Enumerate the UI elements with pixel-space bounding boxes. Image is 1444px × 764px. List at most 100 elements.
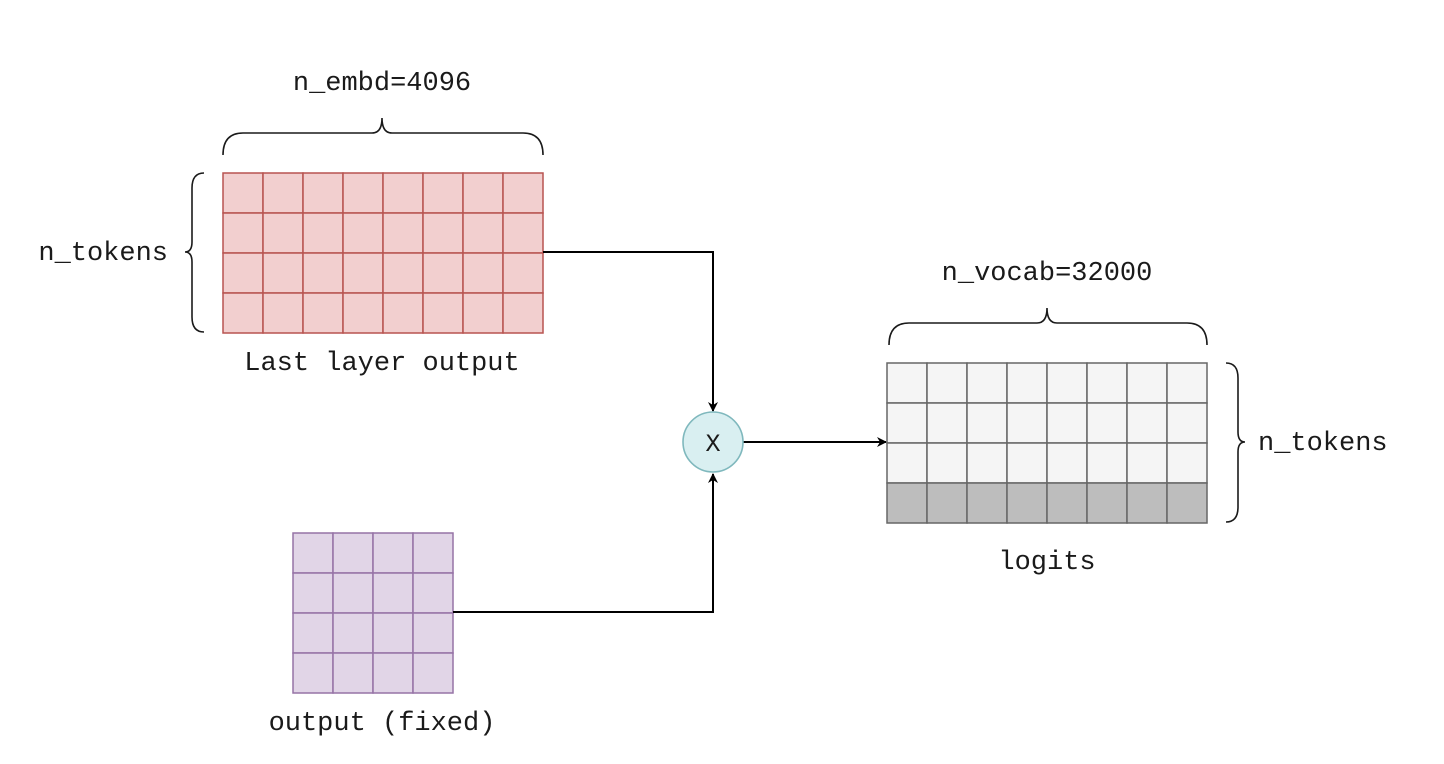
multiply-symbol: X [705, 430, 720, 459]
output-fixed-cell [412, 532, 454, 574]
output-fixed-cell [332, 612, 374, 654]
logits-cell [1166, 362, 1208, 404]
output-fixed-cell [292, 652, 334, 694]
logits-cell [1046, 402, 1088, 444]
n-tokens-left-brace [184, 172, 205, 333]
logits-cell [1006, 482, 1048, 524]
last-layer-output-cell [302, 252, 344, 294]
output-fixed-cell [332, 652, 374, 694]
last-layer-output-cell [382, 212, 424, 254]
last-layer-output-cell [502, 172, 544, 214]
last-layer-output-cell [502, 292, 544, 334]
last-layer-output-cell [222, 252, 264, 294]
output-fixed-cell [372, 532, 414, 574]
last-layer-output-cell [222, 212, 264, 254]
last-layer-output-cell [422, 292, 464, 334]
logits-cell [966, 442, 1008, 484]
last-layer-output-matrix [222, 172, 544, 334]
multiply-circle [682, 411, 744, 473]
logits-cell [1086, 482, 1128, 524]
last-layer-output-cell [462, 252, 504, 294]
n-vocab-brace [888, 307, 1208, 346]
logits-cell [1006, 402, 1048, 444]
connector-output-to-multiply [453, 473, 718, 613]
logits-cell [1166, 402, 1208, 444]
logits-cell [886, 402, 928, 444]
last-layer-output-cell [262, 252, 304, 294]
last-layer-output-cell [302, 292, 344, 334]
multiply-node: X [682, 411, 744, 473]
last-layer-output-cell [462, 212, 504, 254]
last-layer-output-cell [422, 212, 464, 254]
logits-cell [966, 482, 1008, 524]
logits-cell [1086, 402, 1128, 444]
logits-label: logits [998, 548, 1095, 578]
last-layer-output-cell [262, 292, 304, 334]
logits-cell [886, 482, 928, 524]
logits-matrix [886, 362, 1208, 524]
output-fixed-cell [332, 572, 374, 614]
logits-cell [886, 362, 928, 404]
output-fixed-cell [372, 572, 414, 614]
last-layer-output-cell [382, 252, 424, 294]
last-layer-output-cell [342, 212, 384, 254]
n-embd-brace [222, 117, 544, 156]
logits-cell [926, 362, 968, 404]
logits-cell [926, 402, 968, 444]
logits-cell [886, 442, 928, 484]
last-layer-output-cell [422, 172, 464, 214]
output-fixed-cell [332, 532, 374, 574]
last-layer-output-cell [502, 212, 544, 254]
logits-cell [926, 442, 968, 484]
logits-cell [1126, 362, 1168, 404]
last-layer-output-cell [382, 292, 424, 334]
logits-cell [1166, 482, 1208, 524]
logits-cell [1046, 482, 1088, 524]
last-layer-output-cell [342, 292, 384, 334]
output-fixed-matrix [292, 532, 454, 694]
output-fixed-block: output (fixed) [269, 532, 496, 739]
logits-cell [1006, 362, 1048, 404]
last-layer-output-cell [502, 252, 544, 294]
logits-cell [966, 402, 1008, 444]
output-fixed-cell [412, 572, 454, 614]
logits-cell [1046, 442, 1088, 484]
logits-cell [1126, 402, 1168, 444]
last-layer-output-cell [222, 292, 264, 334]
last-layer-output-cell [302, 212, 344, 254]
connector-last-to-multiply [543, 251, 718, 412]
n-embd-label: n_embd=4096 [293, 69, 471, 99]
last-layer-output-cell [382, 172, 424, 214]
output-fixed-cell [372, 612, 414, 654]
logits-cell [1126, 442, 1168, 484]
last-layer-output-cell [342, 172, 384, 214]
output-fixed-cell [372, 652, 414, 694]
logits-cell [1086, 362, 1128, 404]
logits-cell [1126, 482, 1168, 524]
last-layer-output-cell [342, 252, 384, 294]
output-fixed-cell [412, 652, 454, 694]
last-layer-output-block: n_embd=4096 n_tokens Last layer output [38, 69, 544, 379]
last-layer-output-cell [302, 172, 344, 214]
logits-cell [1046, 362, 1088, 404]
output-fixed-cell [292, 532, 334, 574]
last-layer-output-cell [462, 172, 504, 214]
output-fixed-label: output (fixed) [269, 709, 496, 739]
output-fixed-cell [292, 612, 334, 654]
logits-cell [1166, 442, 1208, 484]
n-vocab-label: n_vocab=32000 [942, 259, 1153, 289]
n-tokens-right-label: n_tokens [1258, 429, 1388, 459]
n-tokens-right-brace [1225, 362, 1246, 523]
last-layer-output-cell [422, 252, 464, 294]
logits-cell [1086, 442, 1128, 484]
output-fixed-cell [412, 612, 454, 654]
last-layer-output-cell [262, 212, 304, 254]
n-tokens-left-label: n_tokens [38, 239, 168, 269]
logits-cell [966, 362, 1008, 404]
logits-cell [1006, 442, 1048, 484]
last-layer-output-cell [222, 172, 264, 214]
logits-block: n_vocab=32000 n_tokens logits [886, 259, 1388, 578]
output-fixed-cell [292, 572, 334, 614]
last-layer-output-cell [262, 172, 304, 214]
